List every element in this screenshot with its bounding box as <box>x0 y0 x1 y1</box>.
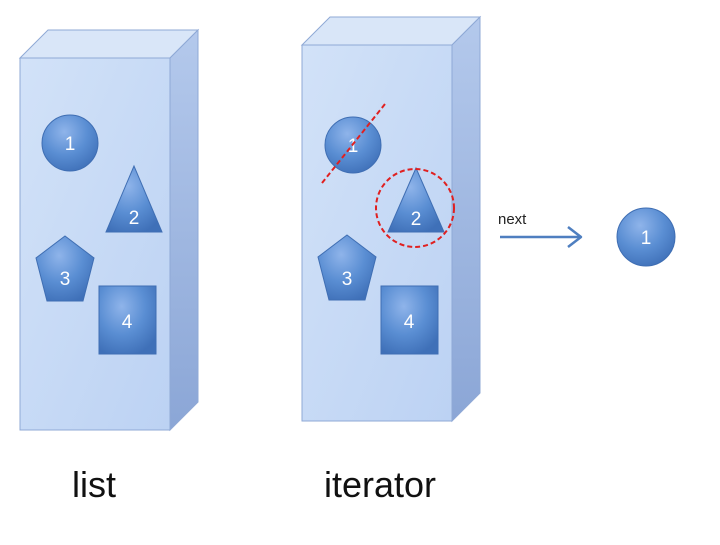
iterator-item-2: 2 <box>375 166 455 248</box>
iterator-item-3: 3 <box>317 234 377 301</box>
item-label: 2 <box>129 208 140 229</box>
iterator-caption: iterator <box>324 464 437 505</box>
item-label: 4 <box>122 312 133 333</box>
triangle-shape <box>387 166 445 233</box>
pentagon-shape <box>35 235 95 302</box>
list-box-side <box>169 28 199 432</box>
item-label: 1 <box>65 134 76 155</box>
arrow-head-icon <box>567 226 583 248</box>
list-item-4: 4 <box>98 285 157 355</box>
item-label: 4 <box>404 312 415 333</box>
square-shape <box>98 285 157 355</box>
item-label: 1 <box>348 136 359 157</box>
iterator-item-1: 1 <box>321 103 386 184</box>
iterator-box: 1 2 3 4 <box>300 15 482 423</box>
list-item-1: 1 <box>41 114 99 172</box>
square-shape <box>380 285 439 355</box>
next-arrow: next <box>498 211 583 248</box>
crossout-line <box>321 103 386 184</box>
iterator-box-side <box>451 15 481 423</box>
iterator-box-top <box>300 16 482 46</box>
output-item: 1 <box>616 207 676 267</box>
next-label: next <box>498 211 527 228</box>
list-box-top <box>18 29 200 59</box>
iterator-box-front <box>301 44 453 422</box>
list-item-3: 3 <box>35 235 95 302</box>
list-box-front <box>19 57 171 431</box>
circle-shape <box>616 207 676 267</box>
circle-shape <box>41 114 99 172</box>
list-caption: list <box>72 464 116 505</box>
pentagon-shape <box>317 234 377 301</box>
item-label: 3 <box>342 269 353 290</box>
iterator-item-4: 4 <box>380 285 439 355</box>
item-label: 3 <box>60 269 71 290</box>
item-label: 2 <box>411 209 422 230</box>
triangle-shape <box>105 164 163 233</box>
current-position-highlight <box>375 168 455 248</box>
item-label: 1 <box>641 228 652 249</box>
list-item-2: 2 <box>105 164 163 233</box>
list-box: 1 2 3 4 <box>18 28 200 432</box>
